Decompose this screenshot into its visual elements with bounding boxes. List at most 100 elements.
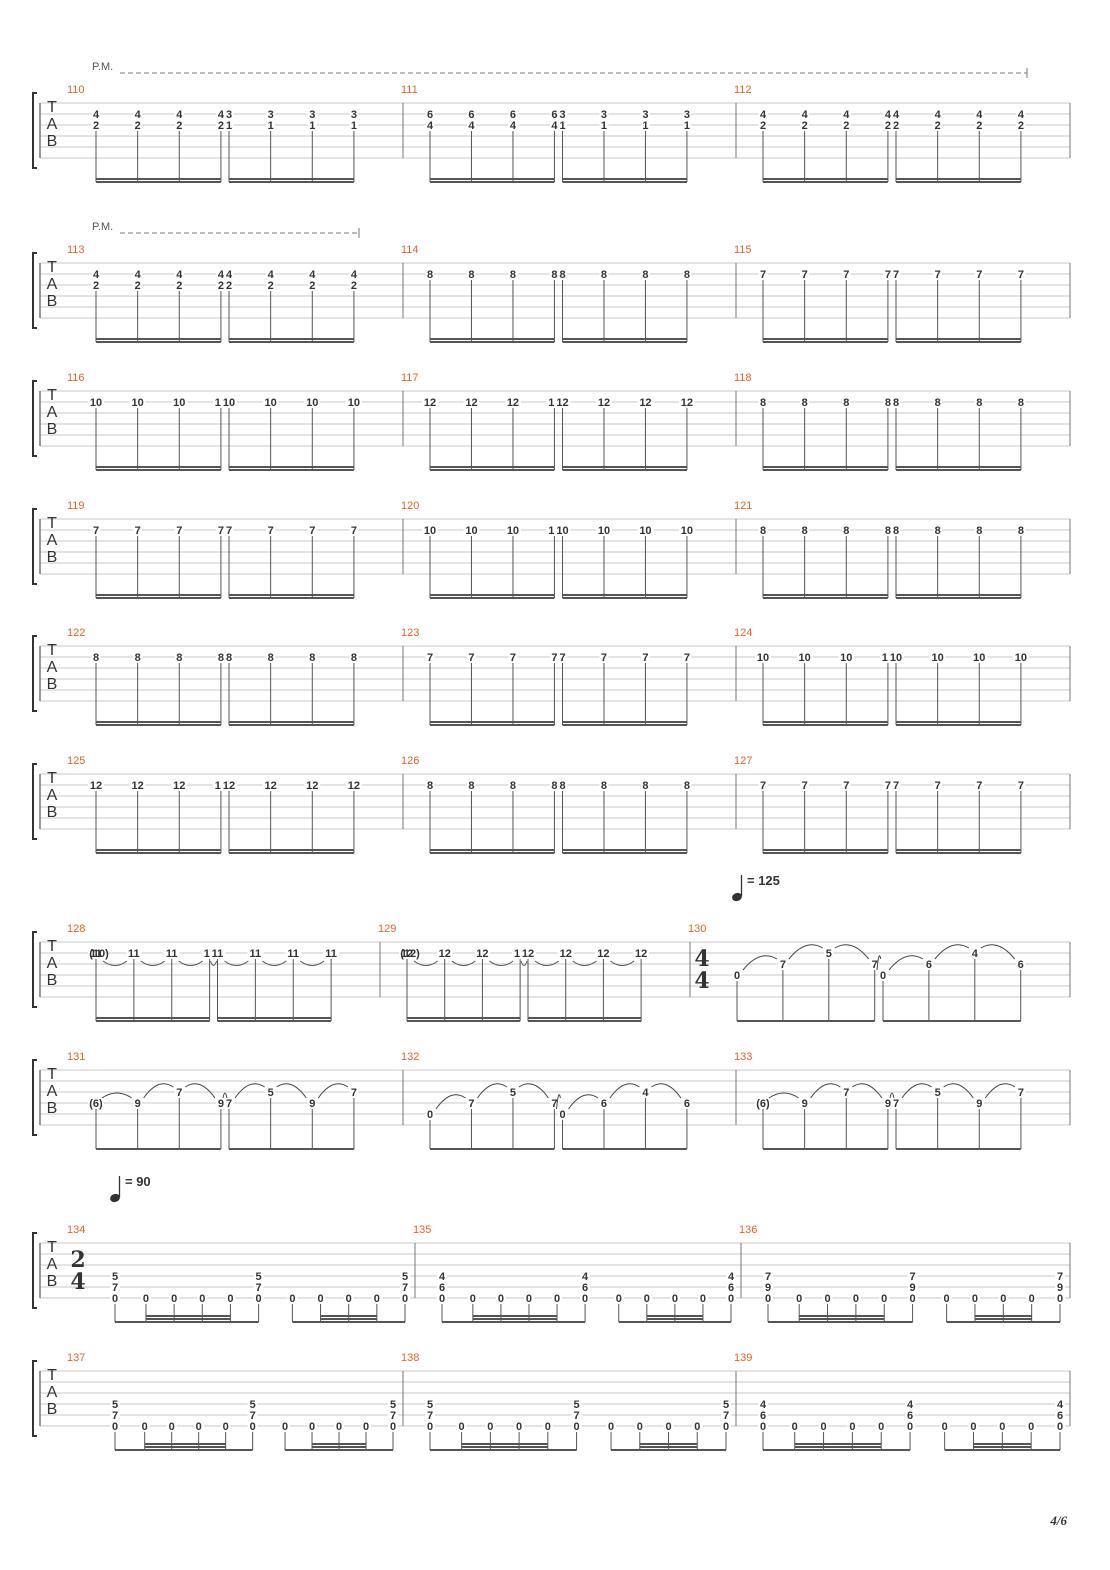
fret-number: 12 [522, 948, 534, 960]
fret-number: 6 [684, 1098, 690, 1110]
measure-number: 114 [401, 244, 419, 256]
note-mask [595, 948, 612, 958]
fret-number: 12 [556, 397, 568, 409]
slur-arc [901, 1083, 932, 1099]
fret-number: 2 [1018, 120, 1024, 132]
fret-number: 0 [112, 1293, 118, 1305]
note-mask [758, 397, 768, 407]
note-mask [549, 120, 559, 130]
tie-arc [224, 960, 249, 966]
fret-number: 2 [93, 120, 99, 132]
fret-number: 12 [681, 397, 693, 409]
note-mask [697, 1293, 708, 1303]
note-mask [924, 959, 934, 969]
note-mask [307, 1421, 318, 1431]
fret-number: 10 [306, 397, 318, 409]
fret-number: 0 [910, 1293, 916, 1305]
note-mask [495, 1293, 506, 1303]
note-mask [1055, 1282, 1065, 1292]
fret-number: 4 [176, 269, 183, 281]
fret-number: 12 [439, 948, 451, 960]
measure-number: 136 [739, 1224, 757, 1236]
note-mask [800, 120, 810, 130]
note-mask [224, 1098, 234, 1108]
note-mask [1026, 1421, 1037, 1431]
system-bracket [32, 380, 37, 457]
fret-number: 4 [226, 269, 233, 281]
fret-number: 0 [554, 1293, 560, 1305]
slur-arc [888, 955, 924, 971]
note-mask [224, 652, 234, 662]
fret-number: 1 [268, 120, 274, 132]
fret-number: 2 [893, 120, 899, 132]
fret-number: 7 [1018, 1087, 1024, 1099]
note-mask [794, 1293, 805, 1303]
note-mask [466, 269, 476, 279]
note-mask [933, 525, 943, 535]
note-mask [425, 1421, 435, 1431]
note-mask [818, 1421, 829, 1431]
note-mask [758, 1399, 768, 1409]
tab-clef-letter: T [47, 938, 57, 955]
fret-number: 7 [684, 652, 690, 664]
note-mask [933, 780, 943, 790]
note-mask [606, 1421, 617, 1431]
note-mask [789, 1421, 800, 1431]
note-mask [171, 397, 188, 407]
fret-number: 4 [351, 269, 358, 281]
fret-number: 0 [970, 1421, 976, 1433]
fret-number: 7 [976, 269, 982, 281]
fret-number: 11 [90, 948, 102, 960]
note-mask [466, 120, 476, 130]
fret-number: 2 [226, 280, 232, 292]
fret-number: 7 [468, 652, 474, 664]
note-mask [349, 109, 359, 119]
note-mask [262, 397, 279, 407]
quarter-note-icon [110, 1193, 120, 1203]
fret-number: 0 [256, 1293, 262, 1305]
fret-number: 3 [351, 109, 357, 121]
note-mask [169, 1293, 180, 1303]
note-mask [580, 1282, 591, 1292]
note-mask [425, 269, 435, 279]
fret-number: 10 [424, 525, 436, 537]
note-mask [640, 1087, 650, 1097]
note-mask [682, 1098, 692, 1108]
note-mask [907, 1282, 918, 1292]
fret-number: 1 [559, 120, 565, 132]
note-mask [508, 652, 518, 662]
fret-number: 4 [1018, 109, 1025, 121]
measure-number: 111 [401, 84, 418, 96]
fret-number: 6 [510, 109, 516, 121]
fret-number: 4 [218, 269, 225, 281]
note-mask [599, 652, 609, 662]
note-mask [508, 780, 518, 790]
fret-number: 0 [723, 1421, 729, 1433]
fret-number: 4 [907, 1399, 914, 1411]
fret-number: 0 [700, 1293, 706, 1305]
note-mask [91, 109, 101, 119]
note-mask [891, 397, 901, 407]
note-mask [726, 1271, 736, 1281]
measure-number: 133 [734, 1051, 752, 1063]
fret-number: 12 [132, 780, 144, 792]
note-mask [1016, 525, 1026, 535]
slur-arc [518, 1083, 549, 1099]
fret-number: 7 [1018, 269, 1024, 281]
note-mask [758, 525, 768, 535]
fret-number: 12 [306, 780, 318, 792]
note-mask [800, 525, 810, 535]
fret-number: 10 [507, 525, 519, 537]
fret-number: (6) [756, 1098, 770, 1110]
note-mask [349, 1087, 359, 1097]
tab-clef-letter: A [47, 532, 58, 549]
tab-clef-letter: T [47, 770, 57, 787]
page-number: 4/6 [1050, 1513, 1067, 1528]
fret-number: 8 [427, 780, 433, 792]
note-mask [557, 948, 574, 958]
note-mask [1055, 1271, 1065, 1281]
fret-number: 8 [843, 525, 849, 537]
note-mask [595, 525, 612, 535]
measure-number: 115 [734, 244, 752, 256]
fret-number: 8 [510, 780, 516, 792]
